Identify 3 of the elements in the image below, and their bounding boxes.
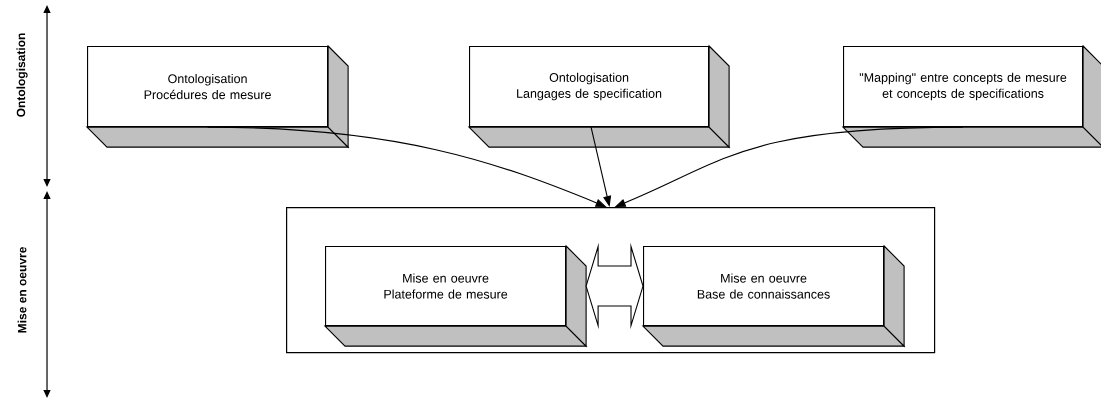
phase-label: Mise en oeuvre [17,247,27,333]
phase-label: Ontologisation [16,33,28,117]
double-arrow [585,242,644,330]
